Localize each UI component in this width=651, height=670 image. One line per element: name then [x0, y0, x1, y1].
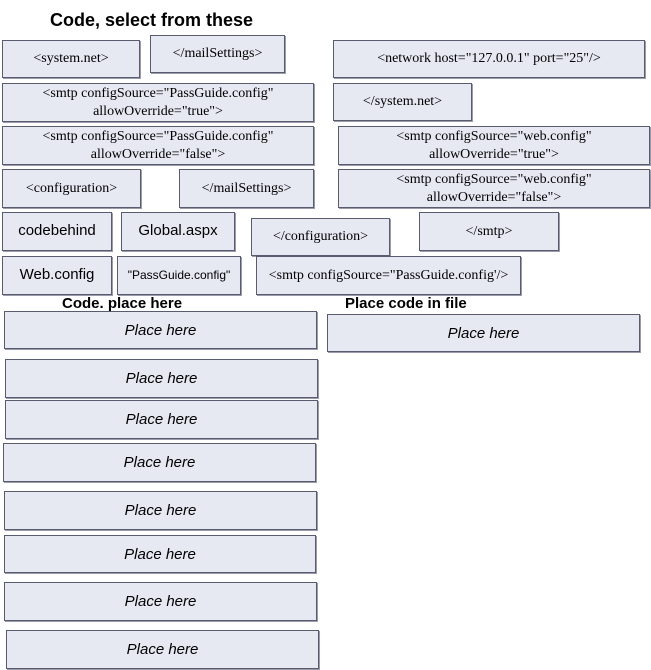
code-tile-label: </mailSettings> [201, 180, 292, 196]
code-tile-label: <smtp configSource="web.config" allowOve… [396, 172, 592, 205]
drop-slot-label: Place here [124, 545, 196, 563]
code-tile-label: </system.net> [362, 94, 443, 110]
code-tile-smtp-webconfig-true[interactable]: <smtp configSource="web.config" allowOve… [338, 126, 650, 165]
code-tile-mailsettings-close[interactable]: </mailSettings> [150, 35, 285, 73]
drop-slot-label: Place here [125, 370, 198, 387]
code-tile-codebehind[interactable]: codebehind [2, 212, 112, 251]
code-tile-label: <smtp configSource="PassGuide.config'/> [268, 267, 509, 283]
code-tile-passguide-config[interactable]: "PassGuide.config" [117, 256, 241, 295]
code-tile-system-net-open[interactable]: <system.net> [2, 40, 140, 78]
code-tile-smtp-passguide-false[interactable]: <smtp configSource="PassGuide.config" al… [2, 126, 314, 165]
code-tile-label: <smtp configSource="web.config" allowOve… [396, 129, 592, 162]
drop-slot-label: Place here [447, 324, 520, 342]
code-tile-label: Web.config [19, 266, 95, 284]
code-tile-smtp-passguide-true[interactable]: <smtp configSource="PassGuide.config" al… [2, 83, 314, 122]
code-tile-mailsettings-close-2[interactable]: </mailSettings> [179, 169, 314, 208]
drop-slot-label: Place here [125, 411, 198, 428]
code-tile-system-net-close[interactable]: </system.net> [333, 83, 472, 121]
place-heading: Code. place here [62, 295, 183, 312]
code-tile-configuration-open[interactable]: <configuration> [2, 169, 141, 208]
drop-slot-label: Place here [123, 454, 196, 471]
drop-slot-label: Place here [124, 593, 197, 610]
code-drop-slot-6[interactable]: Place here [4, 535, 316, 573]
code-tile-label: "PassGuide.config" [127, 268, 231, 282]
source-heading: Code, select from these [50, 10, 254, 30]
code-tile-label: <smtp configSource="PassGuide.config" al… [42, 129, 274, 162]
code-drop-slot-7[interactable]: Place here [4, 582, 317, 621]
code-tile-smtp-close[interactable]: </smtp> [419, 212, 559, 251]
code-tile-label: <smtp configSource="PassGuide.config" al… [42, 86, 274, 119]
code-drop-slot-8[interactable]: Place here [6, 630, 319, 669]
code-tile-global-aspx[interactable]: Global.aspx [121, 212, 235, 251]
code-tile-label: codebehind [18, 222, 96, 240]
code-tile-label: <network host="127.0.0.1" port="25"/> [377, 51, 601, 67]
code-tile-label: </smtp> [465, 223, 513, 239]
code-tile-label: Global.aspx [138, 222, 218, 240]
code-tile-label: </configuration> [272, 229, 369, 245]
drop-slot-label: Place here [124, 321, 197, 339]
code-drop-slot-4[interactable]: Place here [3, 443, 316, 482]
code-drop-slot-3[interactable]: Place here [5, 400, 318, 439]
code-tile-label: </mailSettings> [172, 46, 263, 62]
code-tile-web-config[interactable]: Web.config [2, 256, 112, 295]
drop-slot-label: Place here [126, 641, 199, 658]
code-tile-label: <configuration> [25, 180, 118, 196]
drop-slot-label: Place here [124, 502, 197, 519]
code-drop-slot-5[interactable]: Place here [4, 491, 317, 530]
code-drop-slot-2[interactable]: Place here [5, 359, 318, 398]
code-tile-label: <system.net> [33, 51, 109, 67]
code-tile-network-host[interactable]: <network host="127.0.0.1" port="25"/> [333, 40, 645, 78]
file-heading: Place code in file [345, 295, 467, 312]
file-drop-slot[interactable]: Place here [327, 314, 640, 352]
code-drop-slot-1[interactable]: Place here [4, 311, 317, 349]
code-tile-smtp-webconfig-false[interactable]: <smtp configSource="web.config" allowOve… [338, 169, 650, 208]
code-tile-smtp-passguide-selfclose[interactable]: <smtp configSource="PassGuide.config'/> [256, 256, 521, 295]
code-tile-configuration-close[interactable]: </configuration> [251, 218, 390, 256]
